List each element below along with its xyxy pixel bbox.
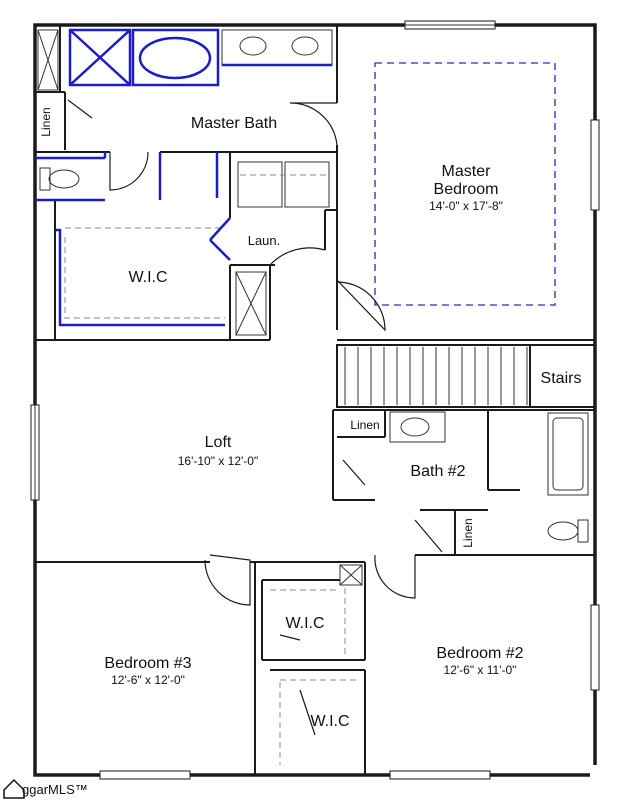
label-bedroom3: Bedroom #3 [104,655,191,672]
toilet-tank-bath2 [577,519,589,543]
window-master [590,119,600,211]
laundry-appliances [235,161,330,336]
loft-bedroom-walls [35,561,366,775]
vanity [221,29,333,66]
label-bedroom2-dims: 12'-6" x 11'-0" [444,663,517,677]
dryer [284,161,330,208]
window-bedroom2-side [590,604,600,691]
label-wic-master: W.I.C [128,269,167,286]
label-master-bedroom-dims: 14'-0" x 17'-8" [429,199,503,213]
label-linen-bath2: Linen [350,418,379,432]
label-bath2: Bath #2 [410,463,465,480]
label-wic-upper: W.I.C [285,615,324,632]
stairs [336,344,596,408]
label-master-bath: Master Bath [191,115,277,132]
bathtub-bath2 [547,412,589,496]
window-bedroom2 [389,770,491,780]
label-laundry: Laun. [248,233,281,248]
shower [68,28,132,87]
label-wic-lower: W.I.C [310,713,349,730]
tray-ceiling [374,62,556,306]
mls-watermark: ggarMLS™ [3,778,88,799]
sink-left [239,36,267,56]
toilet-bath2 [547,521,579,541]
watermark-text: ggarMLS™ [22,782,88,797]
sink-bath2 [389,411,446,443]
label-bedroom3-dims: 12'-6" x 12'-0" [111,673,185,687]
washer [237,161,283,208]
toilet-tank-master [39,167,51,191]
room-labels: Master Bath Master Bedroom 14'-0" x 17'-… [39,107,581,730]
toilet-master [48,169,80,189]
sink-right [291,36,319,56]
label-loft: Loft [205,434,232,451]
doors [67,99,443,736]
label-stairs: Stairs [541,370,582,387]
label-master-bedroom-2: Bedroom [434,181,499,198]
label-loft-dims: 16'-10" x 12'-0" [178,454,258,468]
window-bedroom3 [99,770,191,780]
house-icon [3,778,25,799]
bathtub [131,28,220,87]
label-bedroom2: Bedroom #2 [436,645,523,662]
label-linen-right: Linen [461,518,475,547]
bath2-walls [332,409,595,556]
label-linen-top: Linen [39,107,53,136]
master-suite-walls [35,25,595,341]
label-master-bedroom-1: Master [442,163,492,180]
master-bath-fixtures [35,28,333,327]
